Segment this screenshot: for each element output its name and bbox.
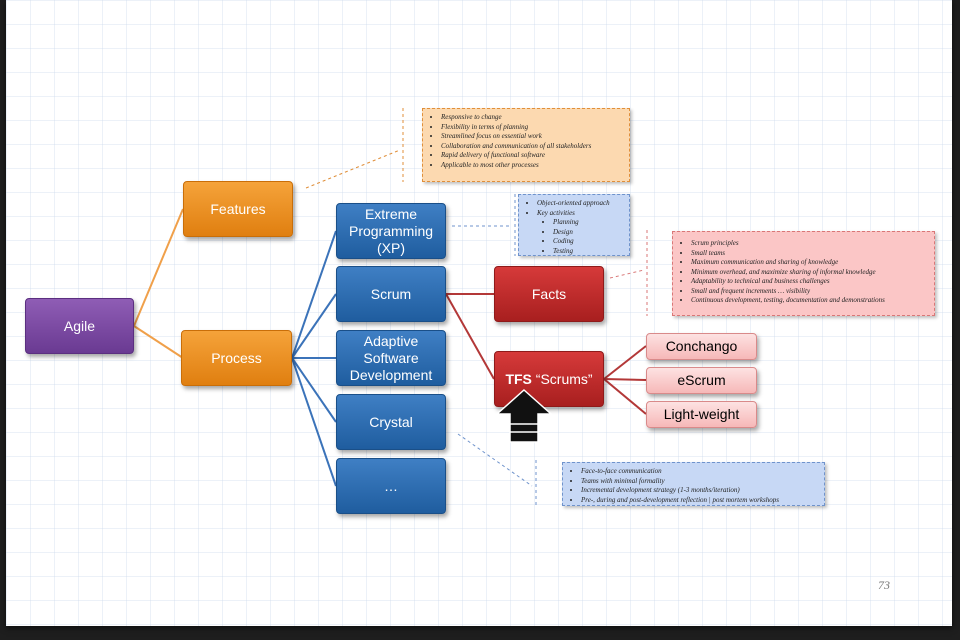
connector-agile-features (133, 208, 184, 327)
note-xp: Object-oriented approach Key activities … (518, 194, 630, 256)
note-xp-list: Object-oriented approach Key activities … (525, 199, 621, 256)
list-item: Face-to-face communication (581, 467, 816, 477)
list-item: Coding (553, 237, 621, 247)
node-more-label: … (384, 477, 398, 494)
node-features-label: Features (210, 200, 266, 217)
note-facts-list: Scrum principles Small teams Maximum com… (679, 239, 926, 306)
list-item: Small and frequent increments … visibili… (691, 287, 926, 297)
list-item: Planning (553, 218, 621, 228)
list-item: Streamlined focus on essential work (441, 132, 621, 142)
connector-scrum-tfs (445, 293, 495, 380)
list-item: Maximum communication and sharing of kno… (691, 258, 926, 268)
connector-tfs-lightweight (603, 378, 647, 415)
node-xp[interactable]: Extreme Programming (XP) (336, 203, 446, 259)
node-conchango[interactable]: Conchango (646, 333, 757, 360)
list-item: Object-oriented approach (537, 199, 621, 209)
note-features: Responsive to change Flexibility in term… (422, 108, 630, 182)
list-item: Rapid delivery of functional software (441, 151, 621, 161)
connector-lines (133, 108, 648, 508)
list-item: Design (553, 228, 621, 238)
note-crystal: Face-to-face communication Teams with mi… (562, 462, 825, 506)
node-tfs-label-bold: TFS (505, 370, 532, 387)
node-escrum[interactable]: eScrum (646, 367, 757, 394)
node-asd-label: Adaptive Software Development (349, 332, 433, 383)
node-conchango-label: Conchango (665, 338, 738, 354)
node-agile[interactable]: Agile (25, 298, 134, 354)
connector-process-scrum (291, 293, 337, 359)
node-process[interactable]: Process (181, 330, 292, 386)
list-item: Testing (553, 247, 621, 257)
node-facts[interactable]: Facts (494, 266, 604, 322)
node-crystal[interactable]: Crystal (336, 394, 446, 450)
list-item: Responsive to change (441, 113, 621, 123)
connector-process-crystal (291, 357, 337, 423)
node-more[interactable]: … (336, 458, 446, 514)
list-item: Collaboration and communication of all s… (441, 142, 621, 152)
node-process-label: Process (211, 349, 262, 366)
list-item: Small teams (691, 249, 926, 259)
list-item: Pre-, during and post-development reflec… (581, 496, 816, 506)
node-escrum-label: eScrum (677, 372, 726, 388)
list-item: Teams with minimal formality (581, 477, 816, 487)
note-features-list: Responsive to change Flexibility in term… (429, 113, 621, 170)
list-item: Adaptability to technical and business c… (691, 277, 926, 287)
node-adaptive-software-development[interactable]: Adaptive Software Development (336, 330, 446, 386)
note-xp-sublist: Planning Design Coding Testing (537, 218, 621, 256)
node-facts-label: Facts (531, 285, 567, 302)
note-facts: Scrum principles Small teams Maximum com… (672, 231, 935, 316)
callout-line-facts (609, 269, 645, 279)
page-number: 73 (878, 578, 890, 592)
node-scrum-label: Scrum (370, 285, 412, 302)
up-arrow-icon (495, 388, 553, 443)
connector-tfs-conchango (603, 345, 647, 380)
list-item: Continuous development, testing, documen… (691, 296, 926, 306)
list-item: Minimum overhead, and maximize sharing o… (691, 268, 926, 278)
list-item: Applicable to most other processes (441, 161, 621, 171)
node-crystal-label: Crystal (369, 413, 413, 430)
list-item: Key activities Planning Design Coding Te… (537, 209, 621, 257)
connector-agile-process (133, 325, 184, 359)
node-agile-label: Agile (63, 317, 96, 334)
node-light-weight[interactable]: Light-weight (646, 401, 757, 428)
list-item: Flexibility in terms of planning (441, 123, 621, 133)
note-xp-key-activities: Key activities (537, 208, 575, 217)
connector-process-xp (291, 230, 337, 359)
node-tfs-label-rest: “Scrums” (531, 370, 593, 387)
connector-tfs-escrum (603, 378, 647, 381)
connector-process-more (291, 357, 337, 487)
node-tfs-scrums[interactable]: TFS “Scrums” (494, 351, 604, 407)
list-item: Scrum principles (691, 239, 926, 249)
slide: Agile Features Process Extreme Programmi… (6, 0, 952, 626)
list-item: Incremental development strategy (1-3 mo… (581, 486, 816, 496)
note-crystal-list: Face-to-face communication Teams with mi… (569, 467, 816, 505)
node-scrum[interactable]: Scrum (336, 266, 446, 322)
node-xp-label: Extreme Programming (XP) (348, 205, 434, 256)
node-lightweight-label: Light-weight (663, 406, 740, 422)
callout-line-features (305, 149, 401, 189)
node-tfs-label: TFS “Scrums” (505, 371, 592, 388)
node-features[interactable]: Features (183, 181, 293, 237)
